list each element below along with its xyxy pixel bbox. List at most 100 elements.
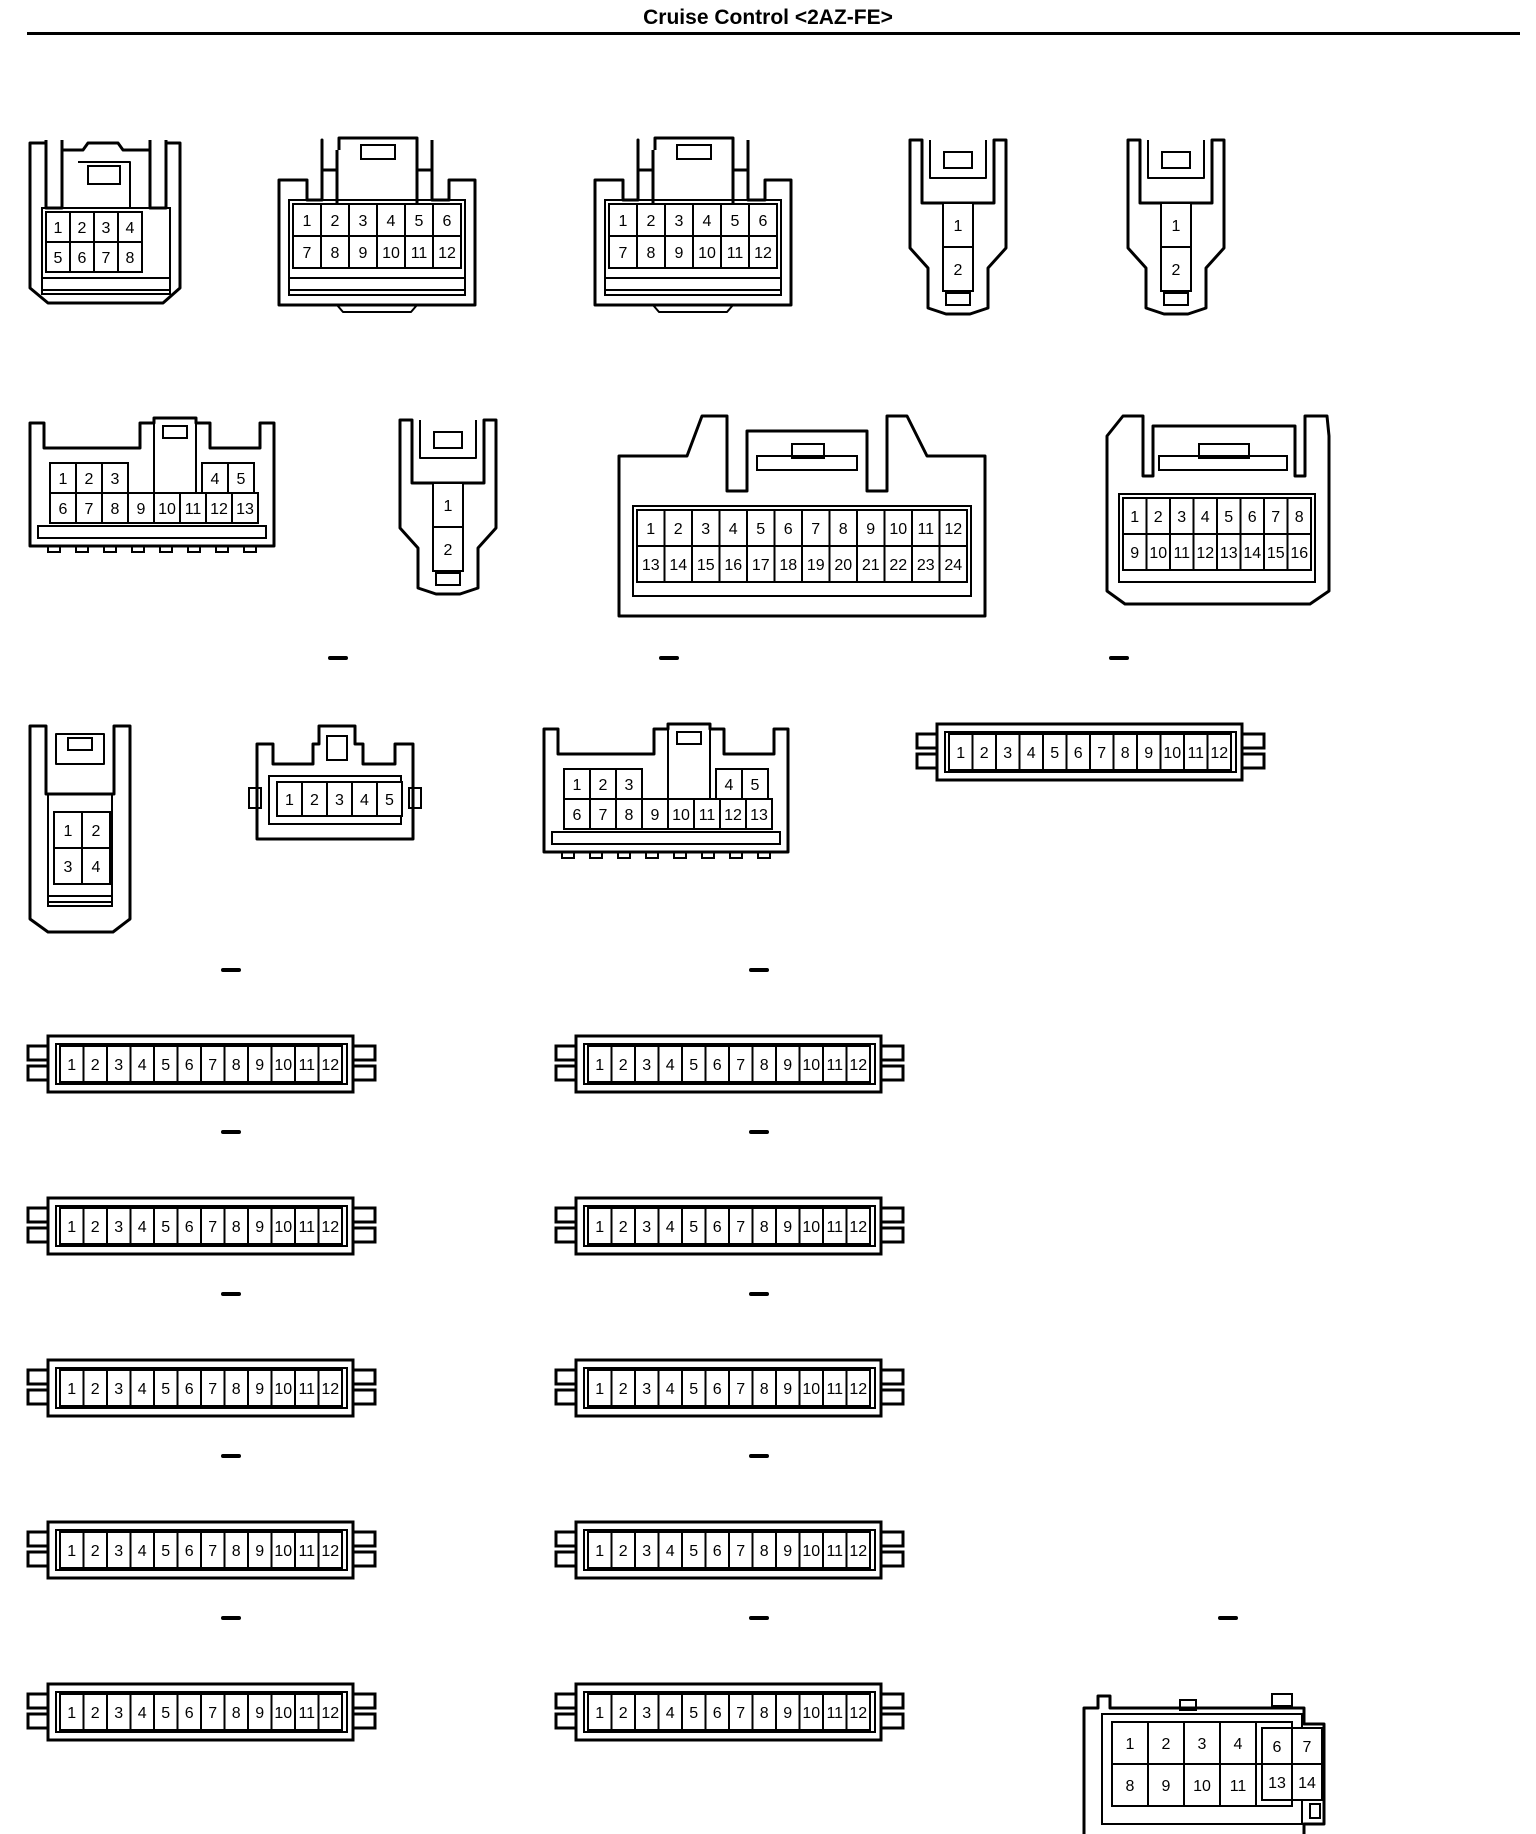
pin-number: 2 xyxy=(1172,262,1181,279)
cavity-frame xyxy=(41,207,171,291)
pin-number: 3 xyxy=(102,220,111,237)
strip-cavity xyxy=(583,1367,876,1409)
pin-number: 7 xyxy=(736,1057,745,1074)
pin-number: 7 xyxy=(208,1543,217,1560)
pin-number: 9 xyxy=(1130,545,1139,562)
pin-number: 8 xyxy=(331,245,340,262)
strip-cavity xyxy=(55,1529,348,1571)
pin-number: 1 xyxy=(954,218,963,235)
pin-number: 5 xyxy=(751,777,760,794)
pin-number: 1 xyxy=(1130,509,1139,526)
page-title: Cruise Control <2AZ-FE> xyxy=(643,6,893,29)
pin-number: 2 xyxy=(619,1057,628,1074)
cavity-frame xyxy=(604,199,782,296)
pin-cell xyxy=(719,798,747,830)
connector-id-3k xyxy=(749,1292,769,1296)
lock-tab xyxy=(1161,151,1191,169)
pin-number: 20 xyxy=(834,557,852,574)
pin-number: 1 xyxy=(1172,218,1181,235)
pin-number: 9 xyxy=(866,521,875,538)
pin-number: 4 xyxy=(666,1219,675,1236)
lock-tab xyxy=(676,731,702,745)
lock-bar xyxy=(1158,455,1288,471)
pin-number: 3 xyxy=(642,1057,651,1074)
strip-tab xyxy=(351,1044,377,1062)
foot xyxy=(103,545,117,553)
pin-number: 4 xyxy=(1027,745,1036,762)
pin-number: 3 xyxy=(114,1381,123,1398)
pin-number: 12 xyxy=(1210,745,1228,762)
pin-number: 10 xyxy=(382,245,400,262)
pin-cell xyxy=(589,798,617,830)
pin-number: 12 xyxy=(321,1705,339,1722)
pin-number: 8 xyxy=(232,1219,241,1236)
pin-number: 5 xyxy=(161,1057,170,1074)
pin-number: 1 xyxy=(67,1381,76,1398)
pin-number: 5 xyxy=(689,1705,698,1722)
strip-cavity xyxy=(583,1691,876,1733)
pin-number: 6 xyxy=(713,1219,722,1236)
side-latch xyxy=(408,787,422,809)
pin-number: 6 xyxy=(713,1543,722,1560)
pin-number: 1 xyxy=(64,823,73,840)
strip-cavity xyxy=(944,731,1237,773)
pin-number: 5 xyxy=(415,213,424,230)
pin-number: 2 xyxy=(78,220,87,237)
pin-number: 6 xyxy=(713,1705,722,1722)
pin-cell xyxy=(432,235,462,269)
pin-number: 16 xyxy=(724,557,742,574)
strip-tab xyxy=(554,1226,578,1244)
pin-number: 4 xyxy=(666,1705,675,1722)
pin-number: 3 xyxy=(675,213,684,230)
pin-number: 4 xyxy=(138,1219,147,1236)
pin-number: 8 xyxy=(839,521,848,538)
pin-number: 12 xyxy=(849,1219,867,1236)
pin-number: 12 xyxy=(1196,545,1214,562)
pin-number: 12 xyxy=(210,501,228,518)
pin-number: 10 xyxy=(274,1057,292,1074)
pin-number: 1 xyxy=(646,521,655,538)
pin-number: 5 xyxy=(385,792,394,809)
top-key xyxy=(1271,1693,1293,1707)
pin-number: 4 xyxy=(211,471,220,488)
pin-number: 13 xyxy=(236,501,254,518)
pin-cell xyxy=(615,768,643,800)
pin-number: 8 xyxy=(1126,1778,1135,1795)
pin-cell xyxy=(320,203,350,237)
pin-number: 10 xyxy=(802,1381,820,1398)
pin-number: 3 xyxy=(359,213,368,230)
strip-tab xyxy=(554,1692,578,1710)
pin-cell xyxy=(301,781,328,817)
pin-number: 9 xyxy=(783,1381,792,1398)
pin-cell xyxy=(179,492,207,524)
lock-tab xyxy=(67,737,93,751)
pin-cell xyxy=(845,1045,871,1083)
pin-cell xyxy=(636,545,666,583)
pin-number: 11 xyxy=(298,1219,315,1236)
base-rib xyxy=(288,277,466,291)
pin-number: 9 xyxy=(255,1381,264,1398)
pin-number: 15 xyxy=(1267,545,1285,562)
pin-number: 2 xyxy=(1154,509,1163,526)
pin-number: 5 xyxy=(161,1219,170,1236)
pin-number: 8 xyxy=(1121,745,1130,762)
pin-cell xyxy=(828,509,858,547)
pin-number: 3 xyxy=(111,471,120,488)
pin-number: 6 xyxy=(759,213,768,230)
strip-tab xyxy=(351,1530,377,1548)
cavity-frame xyxy=(288,199,466,296)
connector-id-3d xyxy=(749,968,769,972)
pin-number: 7 xyxy=(208,1705,217,1722)
strip-body xyxy=(46,1196,355,1256)
pin-number: 2 xyxy=(647,213,656,230)
strip-body xyxy=(46,1034,355,1094)
pin-number: 10 xyxy=(274,1543,292,1560)
pin-number: 8 xyxy=(760,1219,769,1236)
pin-cell xyxy=(49,492,77,524)
cavity-frame xyxy=(47,793,113,903)
pin-number: 14 xyxy=(669,557,687,574)
